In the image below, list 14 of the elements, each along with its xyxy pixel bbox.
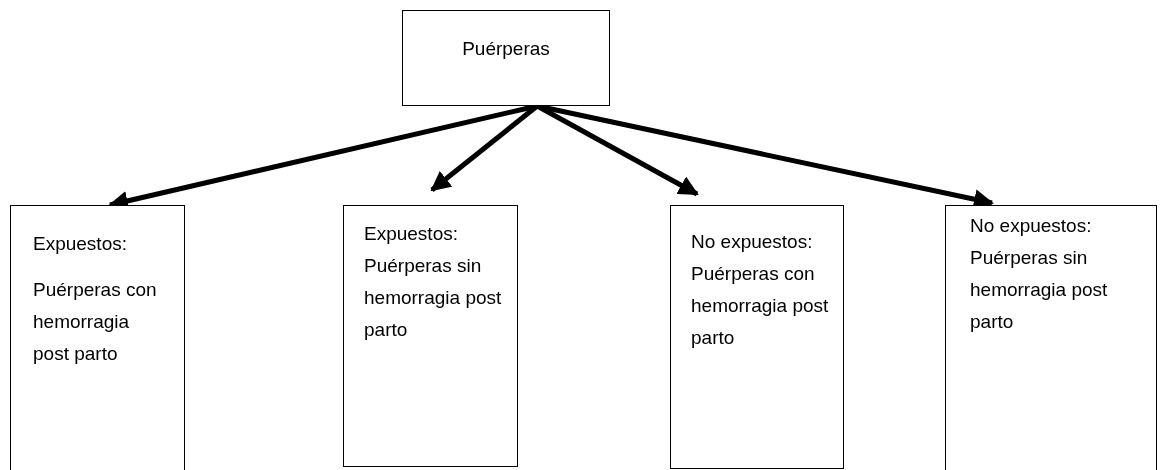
box-text: Puérperas bbox=[461, 37, 551, 61]
group-heading: No expuestos: bbox=[970, 214, 1093, 238]
box-text: Puérperas sin hemorragia post parto bbox=[970, 246, 1109, 334]
box-text: Puérperas con hemorragia post parto bbox=[33, 278, 158, 366]
group-heading: No expuestos: bbox=[691, 230, 814, 254]
group-heading: Expuestos: bbox=[364, 222, 459, 246]
root-box bbox=[402, 10, 610, 106]
group-box bbox=[10, 205, 185, 470]
group-box bbox=[945, 205, 1157, 470]
group-box bbox=[670, 205, 844, 469]
box-text: Puérperas con hemorragia post parto bbox=[691, 262, 830, 350]
group-box bbox=[343, 205, 518, 467]
box-text: Puérperas sin hemorragia post parto bbox=[364, 254, 503, 342]
group-heading: Expuestos: bbox=[33, 232, 128, 256]
